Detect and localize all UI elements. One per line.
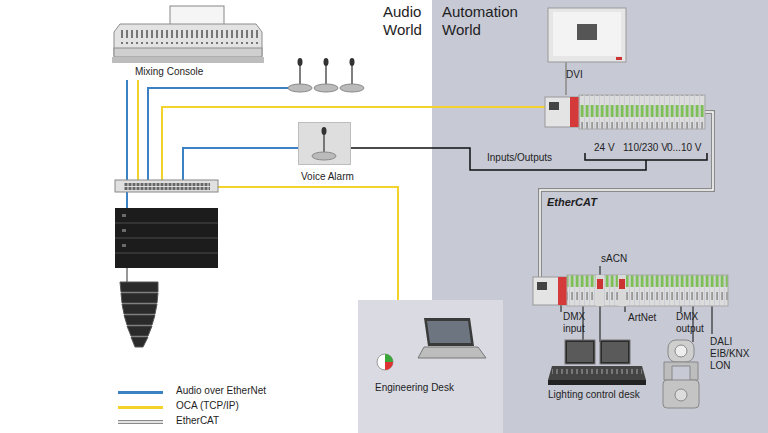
microphone-drawing	[298, 58, 303, 66]
microphone-drawing	[324, 58, 329, 66]
signal-label: ArtNet	[628, 312, 678, 324]
line-array-speaker-drawing	[124, 315, 155, 325]
legend-swatch	[118, 406, 163, 409]
microphone-drawing	[340, 84, 364, 92]
amplifier-rack-drawing	[115, 208, 218, 268]
amplifier-rack-drawing	[122, 229, 126, 232]
oca-wire	[218, 187, 398, 300]
microphone-drawing	[350, 58, 355, 66]
microphone-drawing	[288, 84, 312, 92]
device-label-box: Mixing Console	[110, 4, 265, 80]
mixing-console-drawing	[118, 30, 258, 44]
node-label: Mixing Console	[135, 66, 245, 78]
node-label: Voice Alarm	[301, 171, 381, 183]
microphone-drawing	[314, 84, 338, 92]
voice-alarm-box: Voice Alarm	[298, 122, 351, 165]
legend-swatch	[118, 391, 163, 394]
signal-label: DMX output	[676, 311, 710, 335]
line-array-speaker-drawing	[127, 268, 128, 282]
amplifier-rack-drawing	[122, 244, 126, 247]
legend-text: OCA (TCP/IP)	[176, 400, 316, 412]
device-label-box: Lighting control desk	[545, 336, 650, 406]
mixing-console-drawing	[170, 6, 224, 26]
signal-label: DMX input	[563, 311, 593, 335]
network-switch-drawing	[124, 180, 210, 192]
audio-ethernet-wire	[183, 148, 298, 183]
legend-ethercat-sample	[118, 422, 163, 423]
line-array-speaker-drawing	[120, 282, 158, 292]
line-array-speaker-drawing	[122, 304, 157, 314]
legend-text: EtherCAT	[176, 415, 316, 427]
mixing-console-drawing	[114, 24, 262, 56]
signal-label: DVI	[566, 69, 606, 81]
network-switch-drawing	[115, 180, 218, 192]
amplifier-rack-drawing	[115, 223, 218, 253]
legend-text: Audio over EtherNet	[176, 385, 316, 397]
engineering-desk-box: Engineering Desk	[358, 300, 503, 433]
microphone-drawing	[351, 60, 353, 84]
microphone-drawing	[325, 60, 327, 84]
mixing-console-drawing	[112, 6, 264, 63]
network-switch-drawing	[115, 180, 218, 192]
line-array-speaker-drawing	[131, 337, 148, 347]
microphone-drawing	[299, 60, 301, 84]
amplifier-rack-drawing	[115, 208, 218, 268]
audio-ethernet-wire	[126, 192, 128, 208]
legend-ethercat-sample	[118, 420, 163, 424]
node-label: Audio World	[383, 3, 435, 39]
line-array-speaker-drawing	[120, 268, 158, 347]
mixing-console-drawing	[114, 48, 262, 57]
audio-ethernet-wire	[148, 88, 300, 183]
line-array-speaker-drawing	[127, 326, 152, 336]
line-array-speaker-drawing	[121, 293, 158, 303]
node-label: Lighting control desk	[548, 389, 668, 401]
audio-ethernet-wire	[127, 80, 300, 208]
legend-ethercat-sample	[118, 421, 163, 423]
signal-label: DALI EIB/KNX LON	[710, 336, 756, 372]
signal-label: Inputs/Outputs	[487, 152, 577, 164]
bus-logo-text: EtherCAT	[547, 196, 627, 209]
signal-label: 0...10 V	[667, 142, 717, 154]
signal-label: sACN	[601, 253, 641, 265]
node-label: Engineering Desk	[375, 382, 485, 394]
audio-ethernet-wire	[126, 80, 128, 183]
amplifier-rack-drawing	[122, 214, 126, 217]
mixing-console-drawing	[193, 26, 201, 30]
oca-wire	[137, 80, 139, 183]
mixing-console-drawing	[112, 57, 264, 63]
node-label: Automation World	[442, 3, 542, 39]
